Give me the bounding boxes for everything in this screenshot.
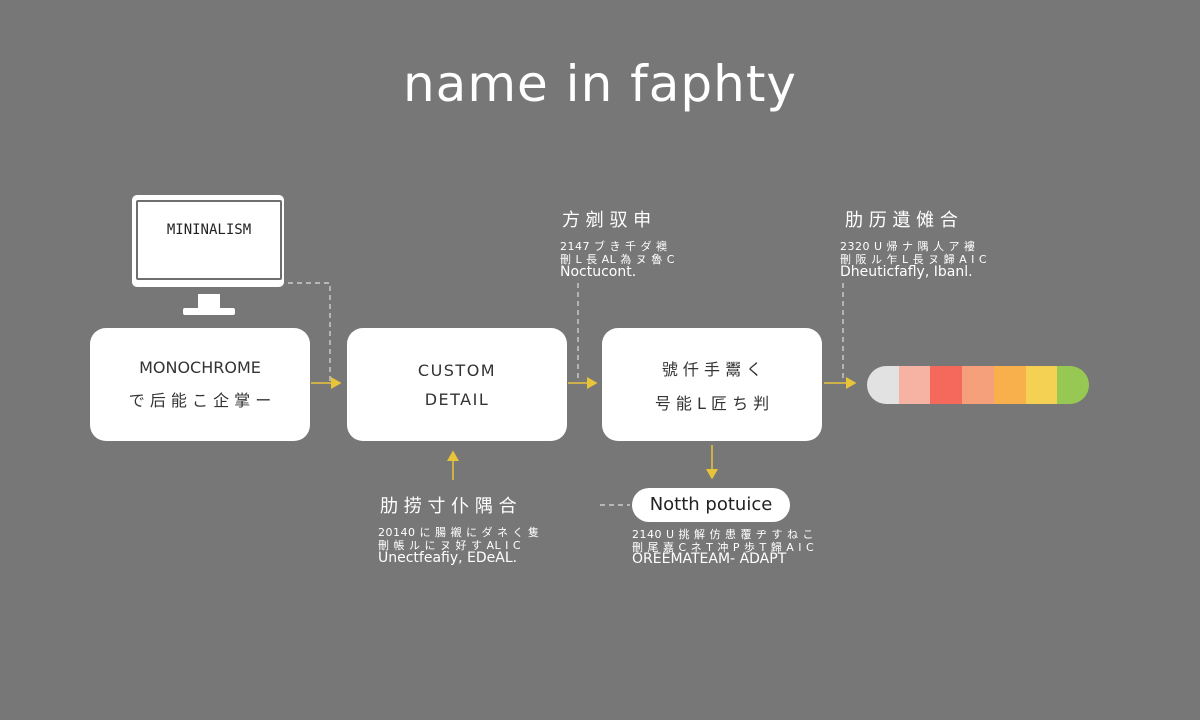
box-label-line2: 号 能 L 匠 ち 判 [654,393,770,413]
box-label-line2: DETAIL [424,389,490,409]
box-label-line1: MONOCHROME [139,358,261,377]
annotation-heading: 肋 捞 寸 仆 隅 合 [380,496,517,517]
process-box-custom-detail: CUSTOM DETAIL [347,328,567,441]
annotation-line: 2147 ブ き 千 ダ 襖 [560,240,668,253]
monitor-stand [183,308,235,315]
palette-swatch [867,366,899,404]
palette-swatch [930,366,963,404]
process-box-third: 號 仟 手 鬻 く 号 能 L 匠 ち 判 [602,328,822,441]
annotation-line: 2320 U 帰 ナ 隅 人 ア 褸 [840,240,976,253]
annotation-line: Noctucont. [560,264,637,280]
diagram-title: name in faphty [402,55,798,113]
monitor-label: MININALISM [166,222,252,238]
color-palette-bar [867,366,1089,404]
monitor-display [136,200,282,280]
palette-swatch [1025,366,1058,404]
process-box-monochrome: MONOCHROME で 后 能 こ 企 掌 ー [90,328,310,441]
annotation-line: OREEMATEAM- ADAPT [632,551,787,567]
annotation-line: 刪 尾 嘉 C ネ T 冲 P 歩 T 歸 A I C [632,541,815,554]
box-label-line1: 號 仟 手 鬻 く [661,359,763,379]
annotation-heading: 方 剜 驭 申 [562,210,652,231]
annotation-line: 2140 U 挑 解 仿 患 覆 ヂ す ね こ [632,528,815,541]
annotation-heading: 肋 历 遺 傩 合 [845,210,958,231]
callout-pill: Notth potuice [632,488,790,522]
annotation-line: 刪 L 長 AL 為 ヌ 魯 C [560,253,675,266]
annotation-line: Dheuticfafly, Ibanl. [840,264,973,280]
annotation-line: 刪 帳 ル に ヌ 好 す AL I C [378,539,522,552]
annotation-line: Unectfeafiy, EDeAL. [378,550,518,566]
dashed-connector [288,282,331,383]
annotation-line: 20140 に 腸 襯 に ダ ネ く 隻 [378,526,540,539]
palette-swatch [898,366,931,404]
palette-swatch [1057,366,1089,404]
box-label-line1: CUSTOM [417,360,497,380]
monitor-neck [198,294,220,308]
annotation-line: 刪 阪 ル 乍 L 長 ヌ 歸 A I C [840,253,988,266]
palette-swatch [962,366,994,404]
palette-swatch [993,366,1026,404]
box-label-line2: で 后 能 こ 企 掌 ー [128,391,272,410]
